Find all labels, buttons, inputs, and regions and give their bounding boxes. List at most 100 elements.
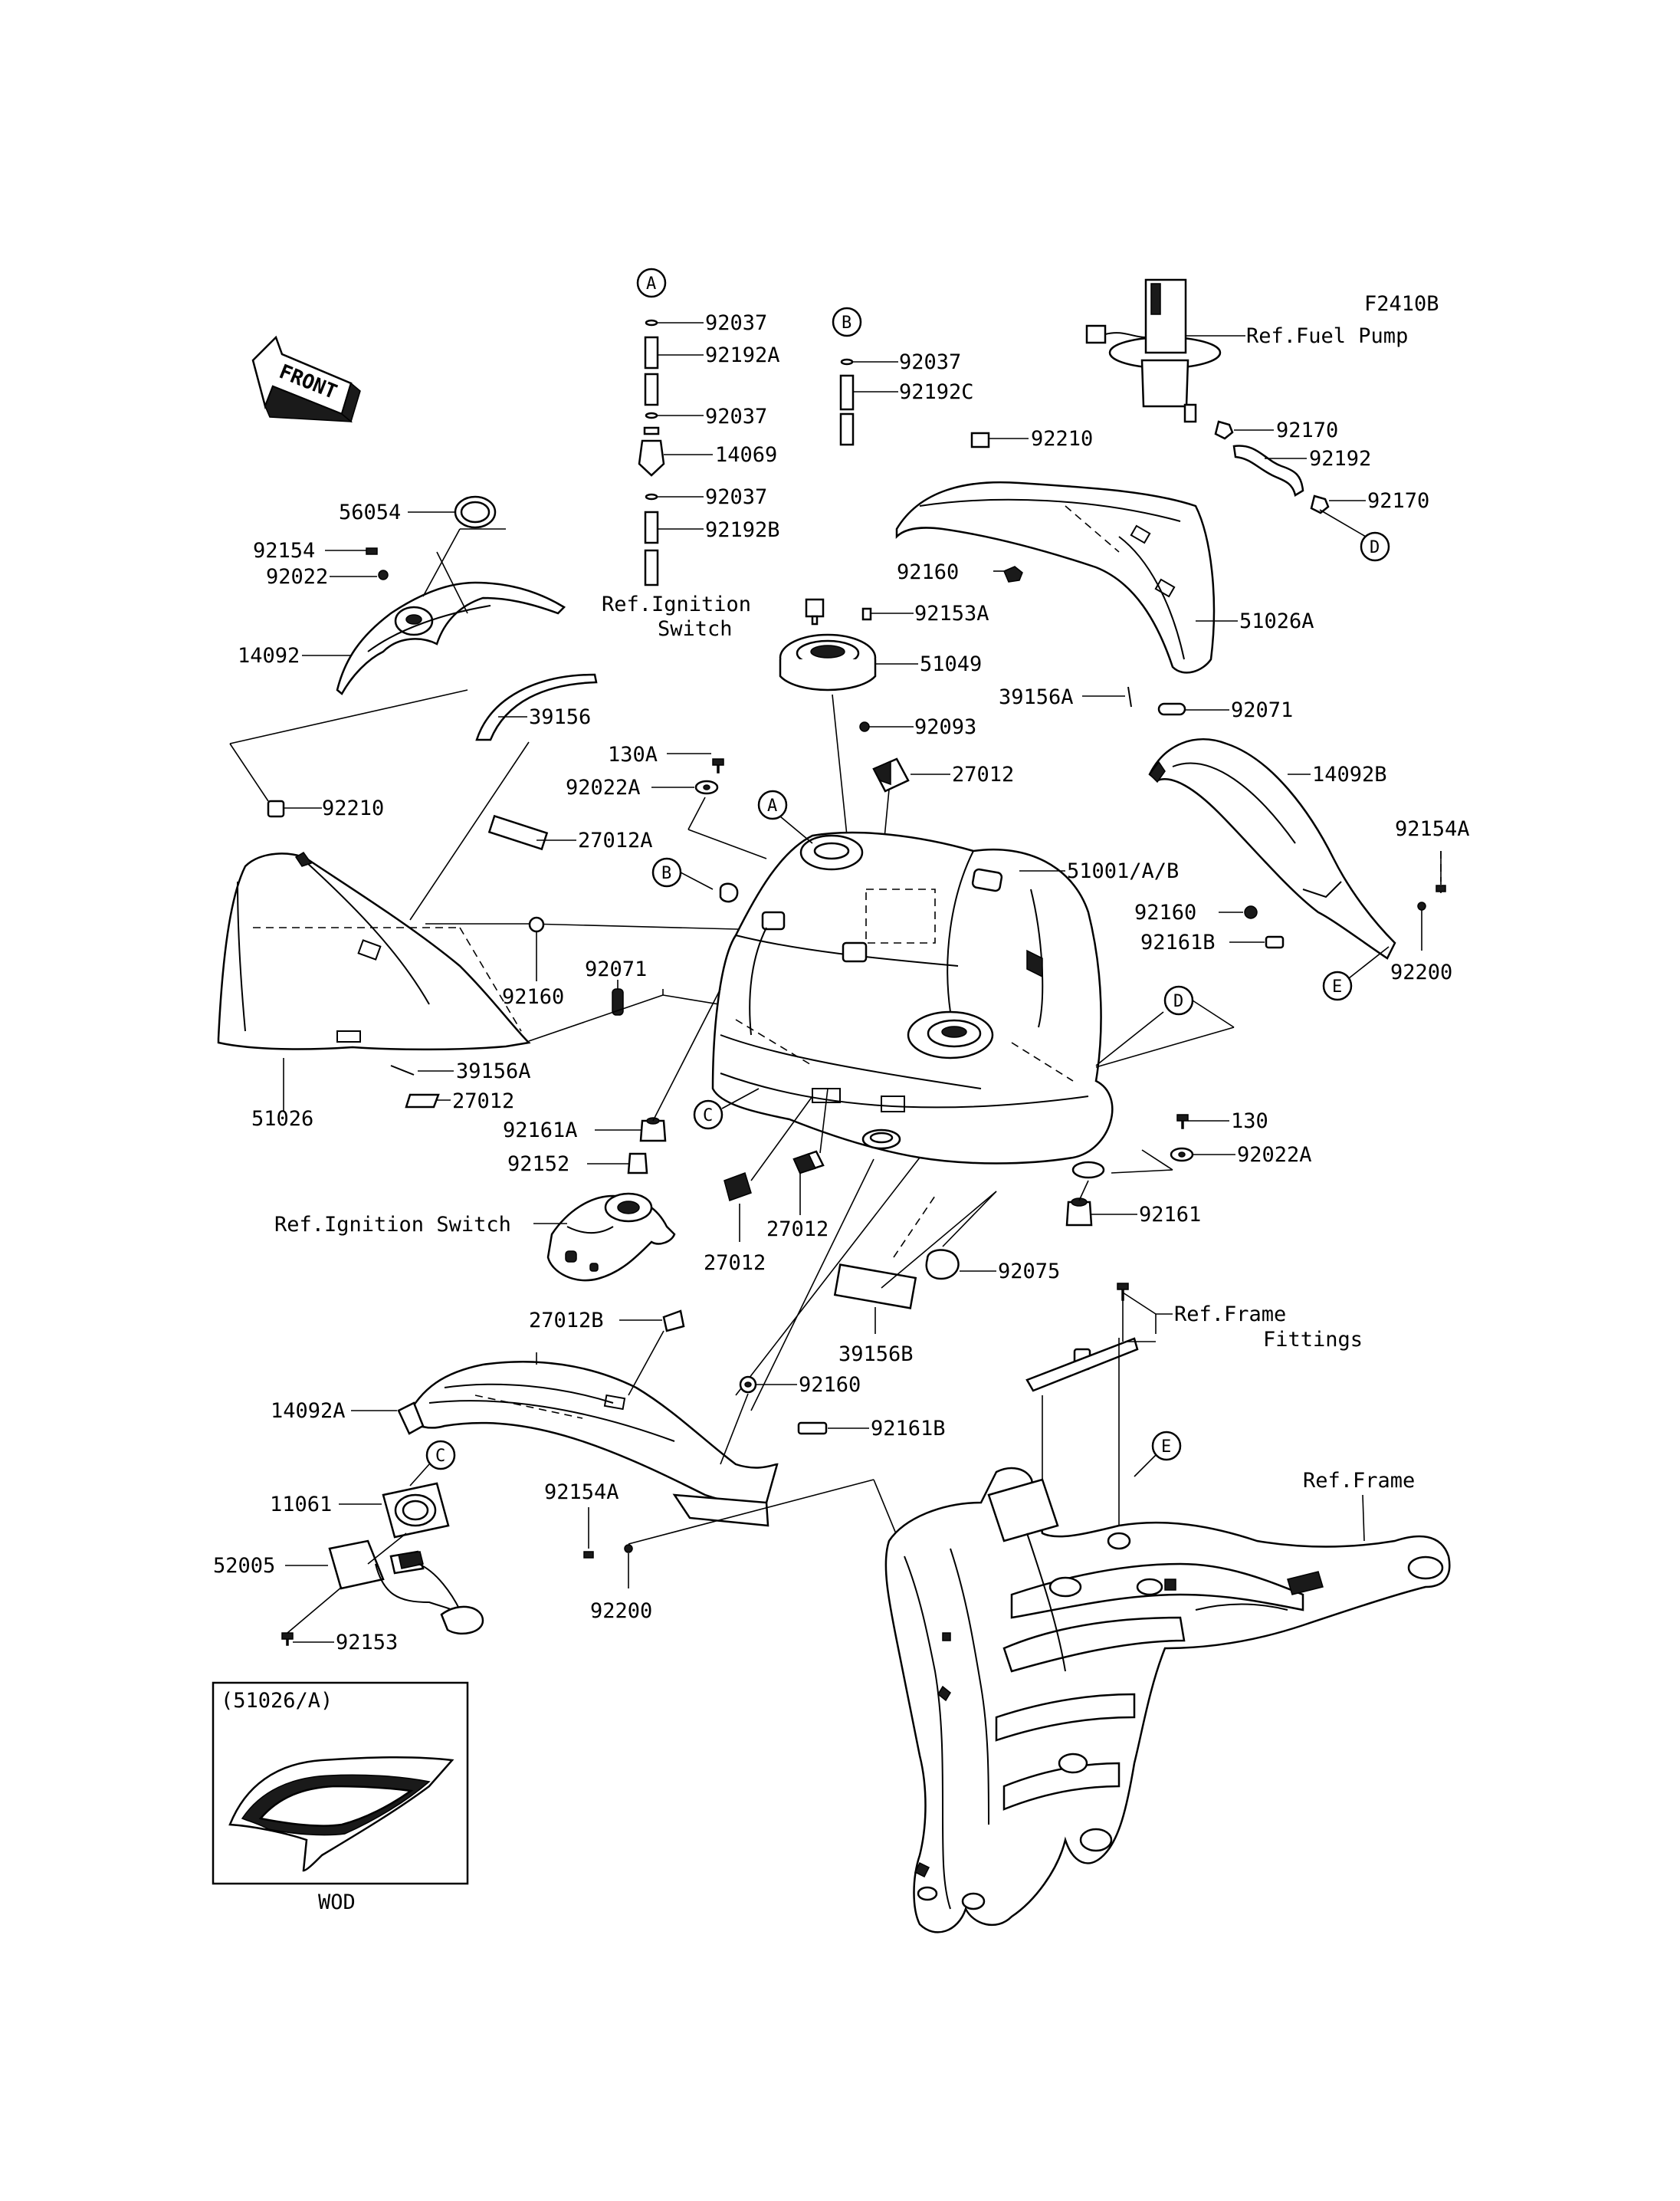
inset-51026a bbox=[212, 1681, 469, 1885]
panel-14092b bbox=[1148, 738, 1396, 960]
label-92170-a: 92170 bbox=[1276, 419, 1338, 442]
circle-label-d-top: D bbox=[1370, 538, 1380, 557]
label-14069: 14069 bbox=[715, 443, 777, 467]
label-130: 130 bbox=[1231, 1109, 1268, 1133]
ignition-switch bbox=[533, 1192, 676, 1282]
cover-14092 bbox=[302, 495, 598, 741]
wod-label: WOD bbox=[318, 1891, 356, 1914]
motorcycle-frame bbox=[884, 1467, 1451, 1933]
label-39156a-left: 39156A bbox=[456, 1059, 531, 1083]
label-92037-b: 92037 bbox=[899, 350, 961, 374]
ref-frame-fittings-line2: Fittings bbox=[1263, 1328, 1363, 1352]
label-14092: 14092 bbox=[238, 644, 300, 668]
label-27012-lower-mid: 27012 bbox=[766, 1217, 829, 1241]
nut-92160-right bbox=[1244, 905, 1258, 919]
label-92160-top: 92160 bbox=[897, 560, 959, 584]
label-27012-left: 27012 bbox=[452, 1089, 514, 1113]
label-39156b: 39156B bbox=[838, 1342, 914, 1366]
fuel-cap-51049 bbox=[779, 598, 918, 836]
circle-label-c-tank: C bbox=[703, 1106, 713, 1125]
label-92192b: 92192B bbox=[705, 518, 780, 542]
decal-27012a bbox=[487, 814, 549, 851]
label-14092b: 14092B bbox=[1312, 763, 1387, 787]
label-92071-left: 92071 bbox=[585, 958, 647, 981]
sensor-52005 bbox=[285, 1532, 484, 1635]
label-39156a-right: 39156A bbox=[999, 685, 1074, 709]
damper-92075 bbox=[925, 1249, 960, 1280]
screw-92154a-lower bbox=[583, 1551, 594, 1559]
label-92200-right: 92200 bbox=[1390, 961, 1452, 984]
label-92160-right: 92160 bbox=[1134, 901, 1196, 925]
hose-stack-b: B bbox=[832, 307, 898, 446]
circle-label-c-lower: C bbox=[435, 1447, 445, 1466]
label-130a: 130A bbox=[608, 743, 658, 767]
ref-ignition-line1: Ref.Ignition bbox=[602, 593, 751, 616]
label-92192a: 92192A bbox=[705, 343, 780, 367]
label-92200-lower: 92200 bbox=[590, 1599, 652, 1623]
label-92093: 92093 bbox=[914, 715, 976, 739]
label-27012b: 27012B bbox=[529, 1309, 604, 1332]
label-92037-a2: 92037 bbox=[705, 405, 767, 429]
ref-ignition-switch: Ref.Ignition Switch bbox=[274, 1213, 511, 1237]
circle-label-b: B bbox=[842, 314, 851, 333]
pin-39156a-right bbox=[1127, 686, 1132, 708]
fitting-b-tank bbox=[719, 882, 739, 903]
circle-label-a-tank: A bbox=[767, 797, 777, 816]
label-92161b-right: 92161B bbox=[1140, 931, 1216, 954]
label-92075: 92075 bbox=[998, 1260, 1060, 1283]
ref-frame: Ref.Frame bbox=[1303, 1469, 1415, 1493]
cover-51026a bbox=[895, 432, 1238, 674]
pin-92200-right bbox=[1417, 902, 1426, 911]
label-92071-right: 92071 bbox=[1231, 698, 1293, 722]
label-51049: 51049 bbox=[920, 652, 982, 676]
decal-27012b bbox=[662, 1309, 685, 1332]
inset-label: (51026/A) bbox=[221, 1689, 333, 1713]
label-92192: 92192 bbox=[1309, 447, 1371, 471]
label-51026: 51026 bbox=[251, 1107, 313, 1131]
label-92022: 92022 bbox=[266, 565, 328, 589]
label-52005: 52005 bbox=[213, 1554, 275, 1578]
label-27012-top: 27012 bbox=[952, 763, 1014, 787]
label-92153: 92153 bbox=[336, 1631, 398, 1654]
label-51001ab: 51001/A/B bbox=[1067, 859, 1179, 883]
clip-92161b-right bbox=[1265, 935, 1285, 949]
label-92160-left: 92160 bbox=[502, 985, 564, 1009]
label-51026a: 51026A bbox=[1239, 609, 1314, 633]
decal-27012-lower-left bbox=[724, 1172, 752, 1201]
diagram-code: F2410B bbox=[1364, 292, 1439, 316]
collar-92152 bbox=[627, 1152, 648, 1174]
bolt-130a bbox=[712, 758, 724, 774]
pin-92200-lower bbox=[624, 1544, 633, 1553]
label-92210-left: 92210 bbox=[322, 797, 384, 820]
circle-label-d-tank: D bbox=[1173, 992, 1183, 1011]
label-92160-lower: 92160 bbox=[799, 1373, 861, 1397]
circle-label-a: A bbox=[646, 274, 656, 294]
screw-92154a-right bbox=[1436, 885, 1446, 892]
ref-frame-fittings-line1: Ref.Frame bbox=[1174, 1303, 1286, 1326]
nut-92160-left bbox=[528, 916, 545, 933]
label-92022a-top: 92022A bbox=[566, 776, 641, 800]
fuel-pump-assembly: D bbox=[1085, 278, 1390, 562]
label-92161: 92161 bbox=[1139, 1203, 1201, 1227]
bolt-130 bbox=[1176, 1114, 1189, 1129]
label-92154: 92154 bbox=[253, 539, 315, 563]
gasket-11061 bbox=[339, 1482, 450, 1539]
ref-fuel-pump: Ref.Fuel Pump bbox=[1246, 324, 1408, 348]
decal-27012-left bbox=[405, 1093, 440, 1109]
clip-92210-left bbox=[267, 800, 285, 818]
label-39156: 39156 bbox=[529, 705, 591, 729]
label-92170-b: 92170 bbox=[1367, 489, 1429, 513]
label-27012-lower-left: 27012 bbox=[704, 1251, 766, 1275]
pin-39156a-left bbox=[390, 1065, 415, 1076]
hose-stack-a: A bbox=[636, 268, 713, 586]
label-92152: 92152 bbox=[507, 1152, 569, 1176]
ref-ignition-line2: Switch bbox=[658, 617, 733, 641]
label-56054: 56054 bbox=[339, 501, 401, 524]
label-14092a: 14092A bbox=[271, 1399, 346, 1423]
clip-92161b-lower bbox=[797, 1421, 828, 1435]
label-92210-top: 92210 bbox=[1031, 427, 1093, 451]
label-92154a-right: 92154A bbox=[1395, 817, 1470, 841]
screw-92153 bbox=[281, 1632, 294, 1646]
label-92161b-lower: 92161B bbox=[871, 1417, 946, 1441]
